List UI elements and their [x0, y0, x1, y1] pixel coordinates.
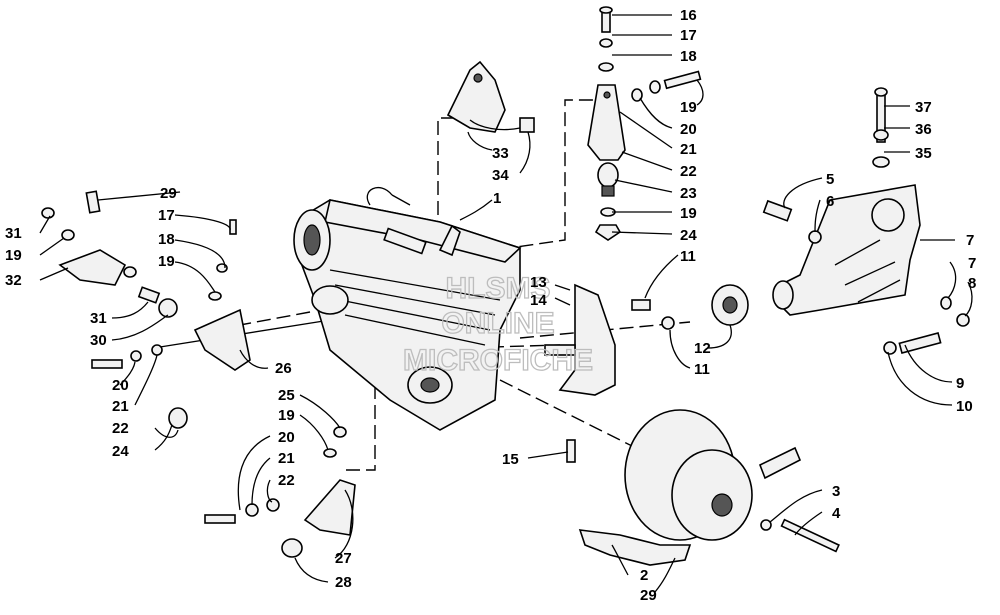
front-mount-assembly: [587, 6, 702, 241]
callout-21b: 21: [112, 398, 129, 415]
callout-13: 12: [694, 340, 711, 357]
throttle-linkage-bracket: [446, 60, 535, 133]
callout-9: 8: [968, 275, 976, 292]
callout-19a: 18: [680, 48, 697, 65]
watermark: HLSMS ONLINE MICROFICHE: [402, 271, 593, 377]
callout-30: 29: [160, 185, 177, 202]
callout-24a: 23: [680, 185, 697, 202]
callout-26: 26: [275, 360, 292, 377]
callout-7a: 6: [826, 193, 834, 210]
callout-19d: 19: [5, 247, 22, 264]
bottom-mount-assembly: [204, 426, 356, 558]
callout-19c: 19: [158, 253, 175, 270]
callout-23: 22: [680, 163, 697, 180]
rear-mount-assembly: [544, 87, 970, 463]
callout-22b: 22: [112, 420, 129, 437]
callout-1: 1: [493, 190, 501, 207]
callout-3: 29: [640, 587, 657, 604]
callout-36: 36: [915, 121, 932, 138]
callout-16: 15: [502, 451, 519, 468]
engine-assembly: [293, 186, 522, 431]
callout-29: 30: [90, 332, 107, 349]
callout-34: 34: [492, 167, 509, 184]
callout-20a: 19: [680, 99, 697, 116]
callout-12: 11: [680, 248, 696, 265]
callout-28: 28: [335, 574, 352, 591]
callout-2: 2: [640, 567, 648, 584]
callout-32: 32: [5, 272, 22, 289]
callout-25b: 25: [278, 387, 295, 404]
callout-11a: 10: [956, 398, 973, 415]
callout-17b: 17: [158, 207, 175, 224]
watermark-line-3: MICROFICHE: [403, 344, 593, 377]
drive-clutch: [578, 409, 840, 566]
callout-21a: 20: [680, 121, 697, 138]
callout-4: 3: [832, 483, 840, 500]
callout-33: 33: [492, 145, 509, 162]
callout-14: 13: [530, 274, 547, 291]
callout-6: 5: [826, 171, 834, 188]
left-mount-assembly: [41, 190, 251, 429]
callout-19b: 19: [680, 205, 697, 222]
callout-35: 35: [915, 145, 932, 162]
callout-8: 7: [966, 232, 974, 249]
callout-22a: 21: [680, 141, 697, 158]
callout-25a: 24: [680, 227, 697, 244]
callout-15: 14: [530, 292, 547, 309]
callout-18a: 17: [680, 27, 697, 44]
callout-11b: 11: [694, 361, 710, 378]
callout-numbers: 1 2 29 3 4 5 6 7 7 8 9 10 11 11 12 13 14…: [5, 7, 976, 604]
callout-10: 9: [956, 375, 964, 392]
callout-20b: 20: [112, 377, 129, 394]
watermark-line-2: ONLINE: [441, 307, 554, 340]
callout-18b: 18: [158, 231, 175, 248]
callout-5: 4: [832, 505, 841, 522]
callout-21c: 21: [278, 450, 295, 467]
callout-31a: 31: [5, 225, 22, 242]
callout-22c: 22: [278, 472, 295, 489]
callout-17a: 16: [680, 7, 697, 24]
callout-27: 27: [335, 550, 352, 567]
watermark-line-1: HLSMS: [446, 272, 551, 305]
callout-24b: 24: [112, 443, 129, 460]
callout-19e: 19: [278, 407, 295, 424]
callout-7b: 7: [968, 255, 976, 272]
callout-leaders: [39, 14, 973, 593]
callout-31b: 31: [90, 310, 107, 327]
callout-20c: 20: [278, 429, 295, 446]
callout-37: 37: [915, 99, 932, 116]
